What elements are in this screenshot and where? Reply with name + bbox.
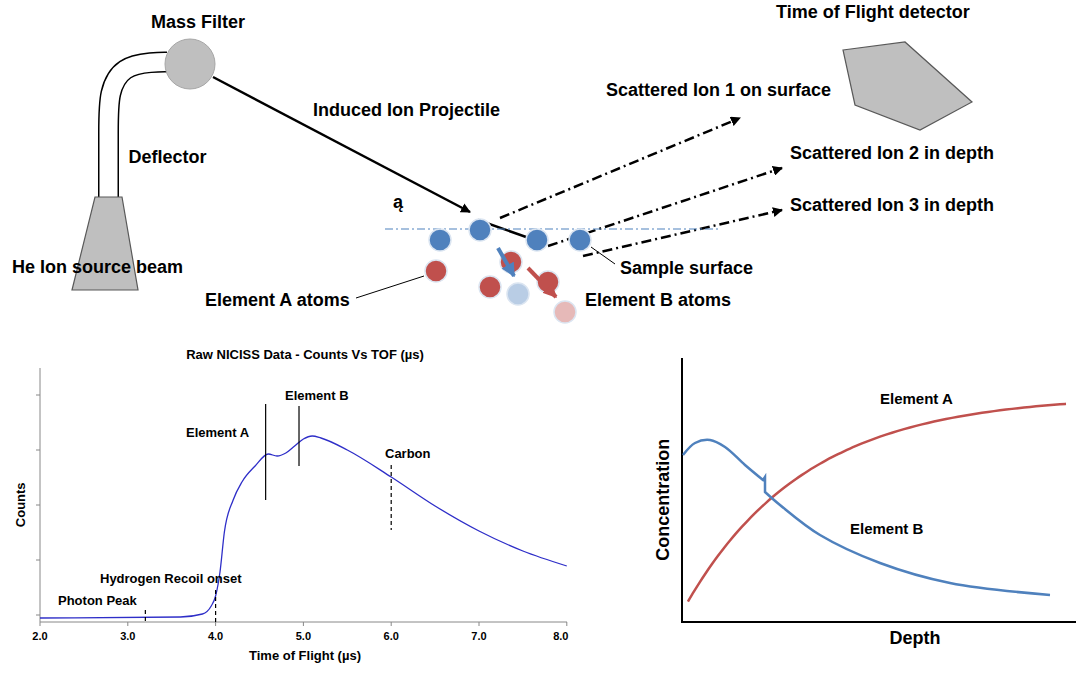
node-label: Time of Flight detector [776,2,970,24]
node-label: He Ion source beam [12,257,183,279]
apparatus-node: Mass Filter [142,12,254,92]
marker-line [145,610,146,622]
chart-label: 2.0 [32,630,47,643]
chart-label: Element B [850,520,923,538]
apparatus-node: Time of Flight detector [768,2,978,134]
chart-label: 5.0 [296,630,311,643]
chart-label: Depth [890,628,941,650]
atom-a [425,260,447,282]
leader-line [356,276,424,298]
chart-label: Concentration [653,439,675,561]
axis-tick [391,622,392,626]
axis [681,621,1076,623]
tof-chart [36,368,567,626]
leader-line [591,247,615,264]
marker-line [215,590,216,622]
marker-line [265,404,266,500]
chart-label: Element A [880,390,953,408]
figure-label: Element B atoms [585,290,731,312]
axis-tick [36,505,40,506]
axis-tick [479,622,480,626]
axis [40,368,41,622]
marker-line [298,406,299,466]
axis-tick [36,560,40,561]
chart-label: 4.0 [208,630,223,643]
figure-label: Scattered Ion 1 on surface [606,80,831,102]
mass-filter-shape [165,39,215,89]
figure-label: Element A atoms [205,290,350,312]
recoil-arrow [528,268,556,297]
chart-label: 7.0 [471,630,486,643]
atom-displaced [507,283,529,305]
deflector-tube [109,62,168,197]
marker-line [391,465,392,530]
apparatus-node: He Ion source beam [8,195,223,292]
chart-label: Element B [285,388,349,404]
chart-label: Raw NICISS Data - Counts Vs TOF (µs) [186,347,424,363]
axis [681,358,683,623]
figure-label: ą [393,192,403,214]
edge-label: Deflector [129,147,207,169]
node-label: Mass Filter [151,12,245,34]
figure-label: Scattered Ion 3 in depth [790,195,994,217]
element-b-curve [683,440,1050,595]
atom-b [469,219,491,241]
axis-tick [36,450,40,451]
node-outline [8,195,223,292]
axis-tick [215,622,216,626]
chart-label: Photon Peak [58,593,137,609]
axis-tick [36,615,40,616]
projectile-arrow [213,77,470,212]
scattered-ion-path [583,210,782,256]
atom-b [526,229,548,251]
chart-label: Element A [186,425,249,441]
axis-tick [303,622,304,626]
chart-label: Time of Flight (µs) [249,648,361,664]
axis-tick [36,395,40,396]
axis-tick [127,622,128,626]
chart-label: Hydrogen Recoil onset [100,571,242,587]
chart-label: Carbon [385,446,431,462]
atom-displaced [554,301,576,323]
element-a-curve [688,404,1066,602]
chart-label: 3.0 [120,630,135,643]
axis-tick [566,622,567,626]
chart-label: 6.0 [384,630,399,643]
recoil-arrow [498,248,514,276]
scattered-ion-path [500,118,740,218]
axis-tick [40,622,41,626]
figure-label: Scattered Ion 2 in depth [790,143,994,165]
deflector-gap [109,62,168,197]
apparatus-shape [843,42,972,130]
chart-label: Counts [12,483,28,528]
tof-curve [40,436,567,618]
atoms [425,219,591,323]
atom-b [569,229,591,251]
figure-label: Sample surface [620,258,753,280]
figure-label: Induced Ion Projectile [313,100,500,122]
atom-a [479,276,501,298]
depth-chart [681,358,1076,623]
atom-b [429,229,451,251]
chart-label: 8.0 [553,630,568,643]
